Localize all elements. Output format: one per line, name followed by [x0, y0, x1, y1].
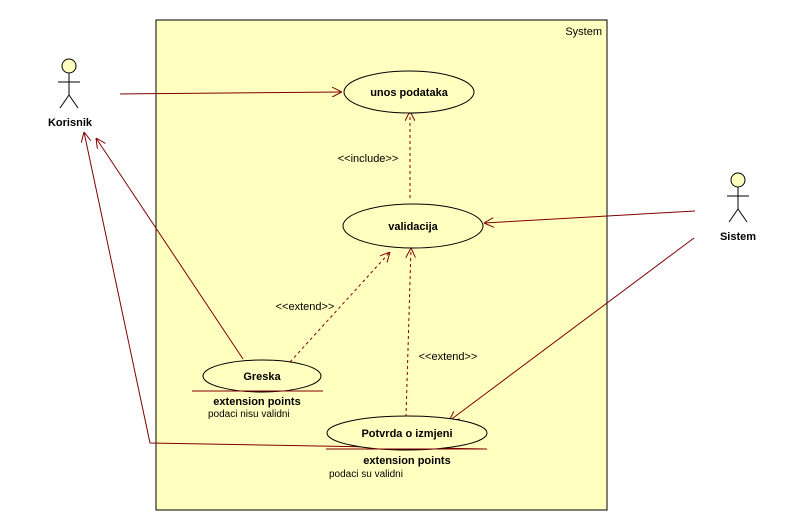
- actor-korisnik-head: [61, 58, 77, 74]
- extend-label-greska: <<extend>>: [276, 301, 335, 313]
- usecase-greska[interactable]: [202, 359, 322, 393]
- dep-extend-potvrda[interactable]: [405, 248, 411, 418]
- actor-korisnik-label: Korisnik: [48, 117, 93, 129]
- greska-ext-item: podaci nisu validni: [208, 409, 290, 420]
- actor-sistem[interactable]: [727, 172, 749, 223]
- usecase-potvrda-o-izmjeni[interactable]: [326, 415, 488, 451]
- assoc-sistem-validacija[interactable]: [484, 210, 696, 223]
- usecase-unos-podataka[interactable]: [343, 70, 475, 114]
- assoc-sistem-potvrda[interactable]: [449, 237, 695, 421]
- actor-korisnik[interactable]: [58, 58, 80, 109]
- include-label: <<include>>: [338, 153, 399, 165]
- system-label: System: [565, 26, 602, 38]
- usecase-potvrda-label: Potvrda o izmjeni: [361, 428, 452, 440]
- assoc-greska-korisnik[interactable]: [96, 138, 244, 360]
- usecase-validacija-label: validacija: [388, 221, 438, 233]
- actor-sistem-label: Sistem: [720, 231, 756, 243]
- potvrda-ext-item: podaci su validni: [329, 469, 403, 480]
- potvrda-ext-title: extension points: [363, 455, 450, 467]
- greska-ext-title: extension points: [213, 396, 300, 408]
- usecase-unos-podataka-label: unos podataka: [370, 87, 449, 99]
- usecase-greska-label: Greska: [243, 371, 281, 383]
- dep-extend-greska[interactable]: [289, 252, 390, 363]
- extend-label-potvrda: <<extend>>: [419, 351, 478, 363]
- usecase-validacija[interactable]: [342, 203, 484, 249]
- assoc-korisnik-unos[interactable]: [119, 92, 342, 94]
- actor-sistem-head: [730, 172, 746, 188]
